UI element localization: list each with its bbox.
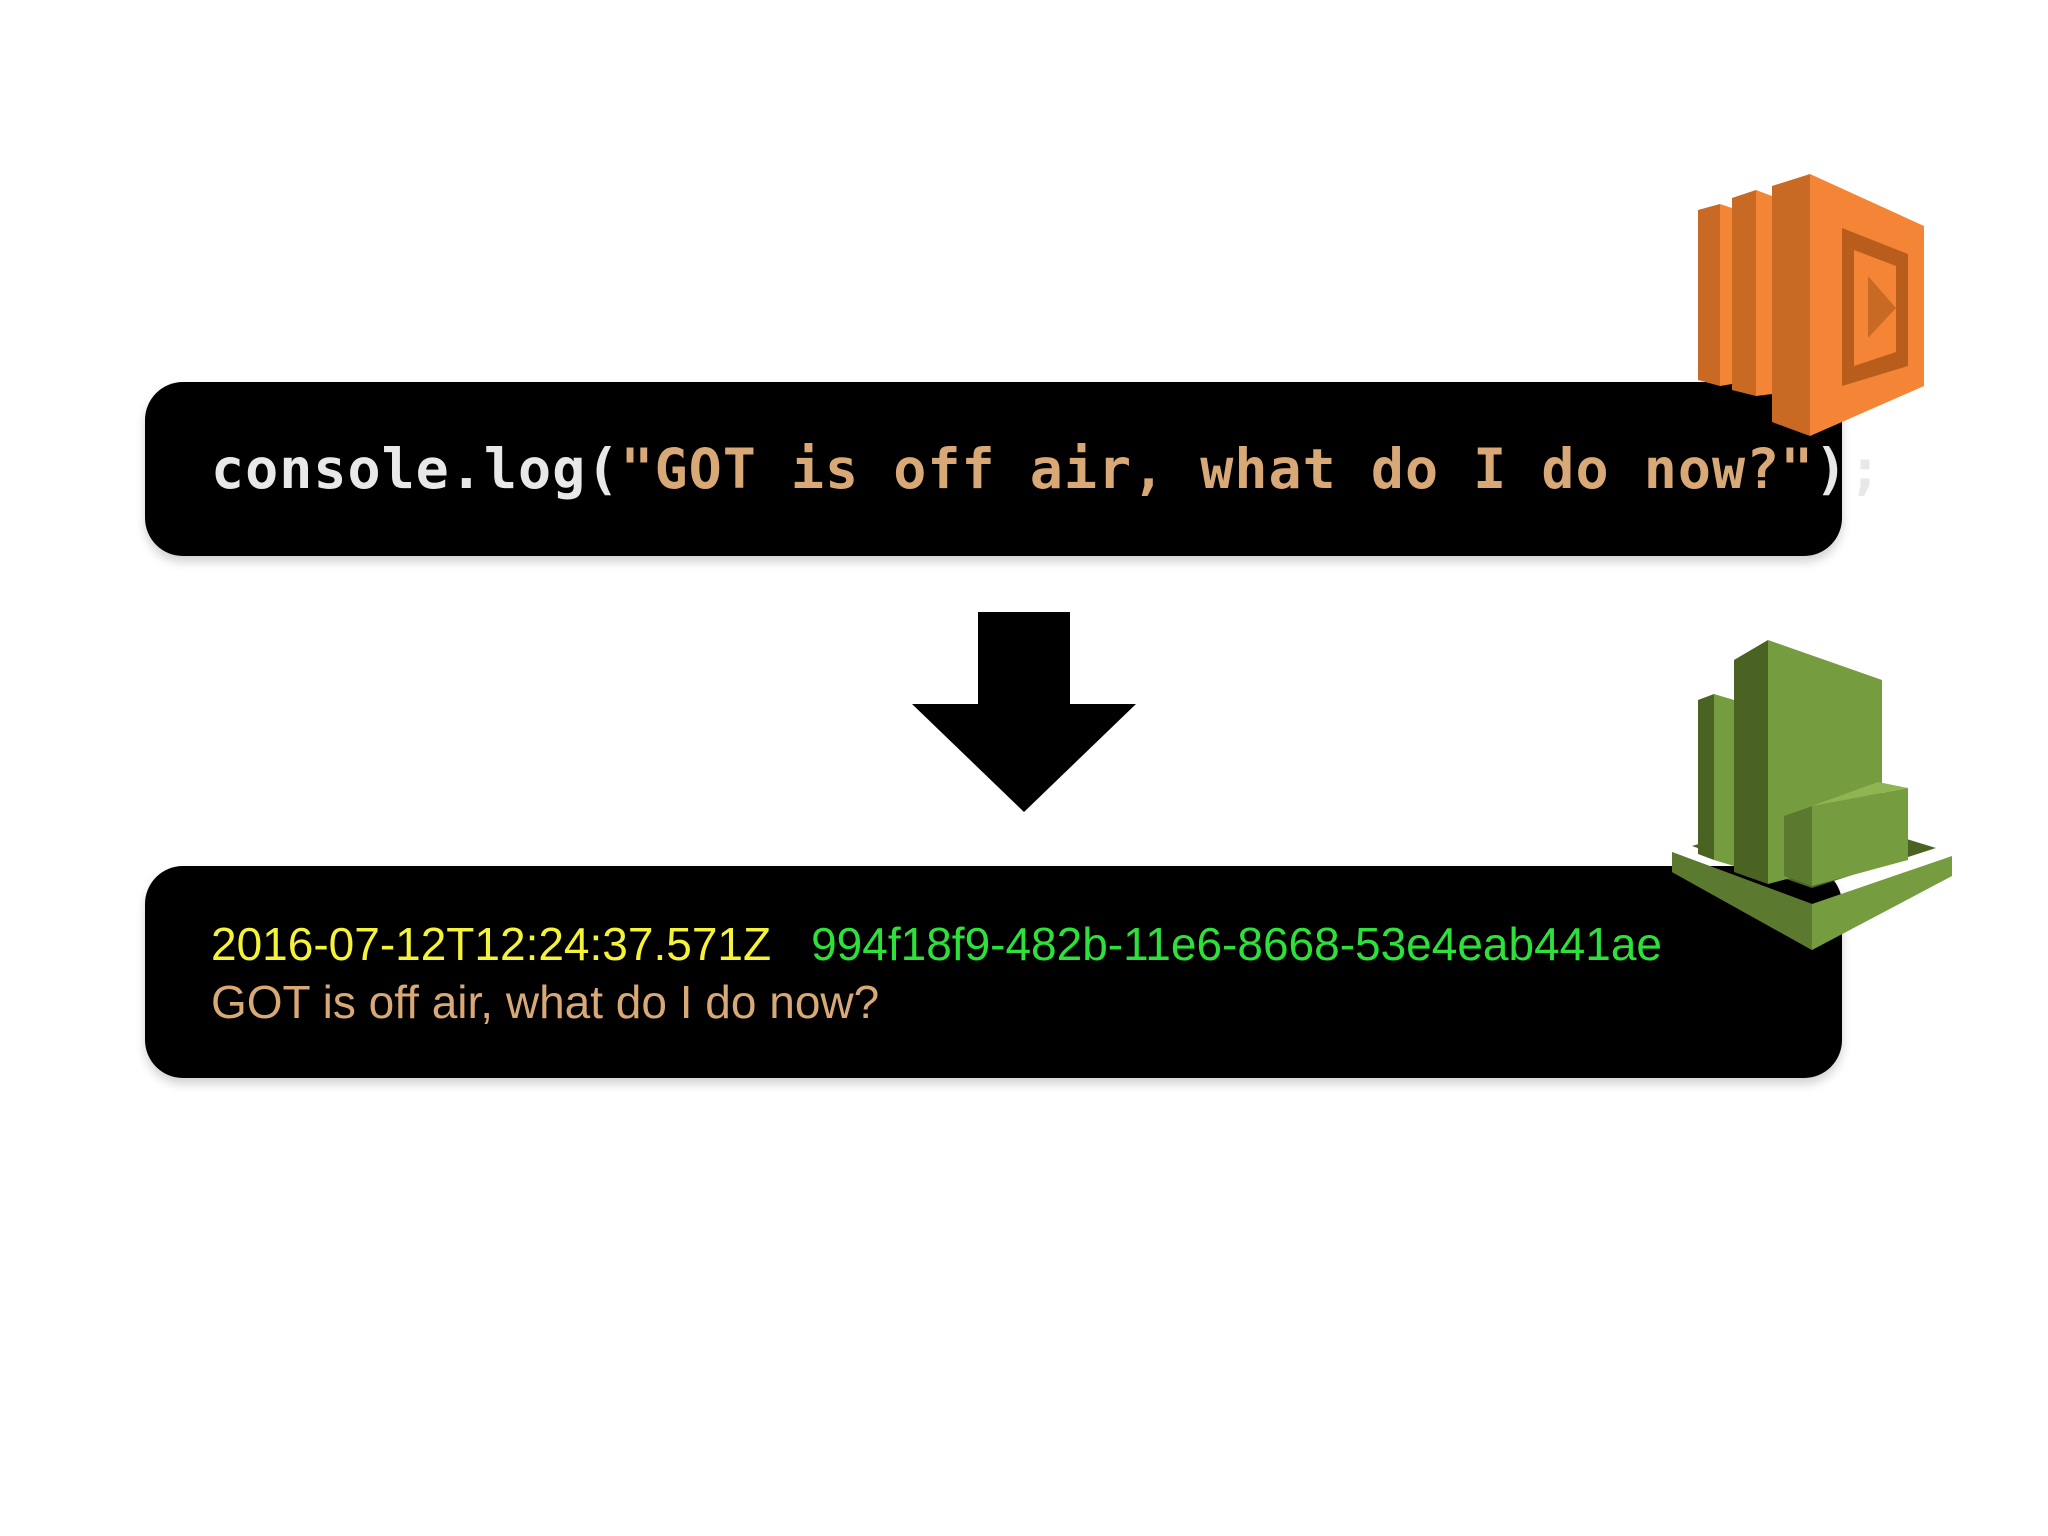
code-line: console.log("GOT is off air, what do I d…: [211, 434, 1883, 504]
log-message: GOT is off air, what do I do now?: [211, 976, 880, 1028]
log-timestamp: 2016-07-12T12:24:37.571Z: [211, 918, 772, 970]
log-request-id: 994f18f9-482b-11e6-8668-53e4eab441ae: [811, 918, 1663, 970]
log-output-box: 2016-07-12T12:24:37.571Z 994f18f9-482b-11…: [145, 866, 1842, 1078]
log-header-line: 2016-07-12T12:24:37.571Z 994f18f9-482b-11…: [211, 916, 1662, 972]
code-call-end: );: [1814, 437, 1883, 501]
down-arrow-icon: [912, 612, 1136, 812]
code-snippet-box: console.log("GOT is off air, what do I d…: [145, 382, 1882, 556]
code-string-literal: "GOT is off air, what do I do now?": [620, 437, 1815, 501]
aws-lambda-icon: [1698, 174, 1924, 436]
code-call: console.log(: [211, 437, 621, 501]
aws-cloudwatch-icon: [1672, 640, 1952, 950]
